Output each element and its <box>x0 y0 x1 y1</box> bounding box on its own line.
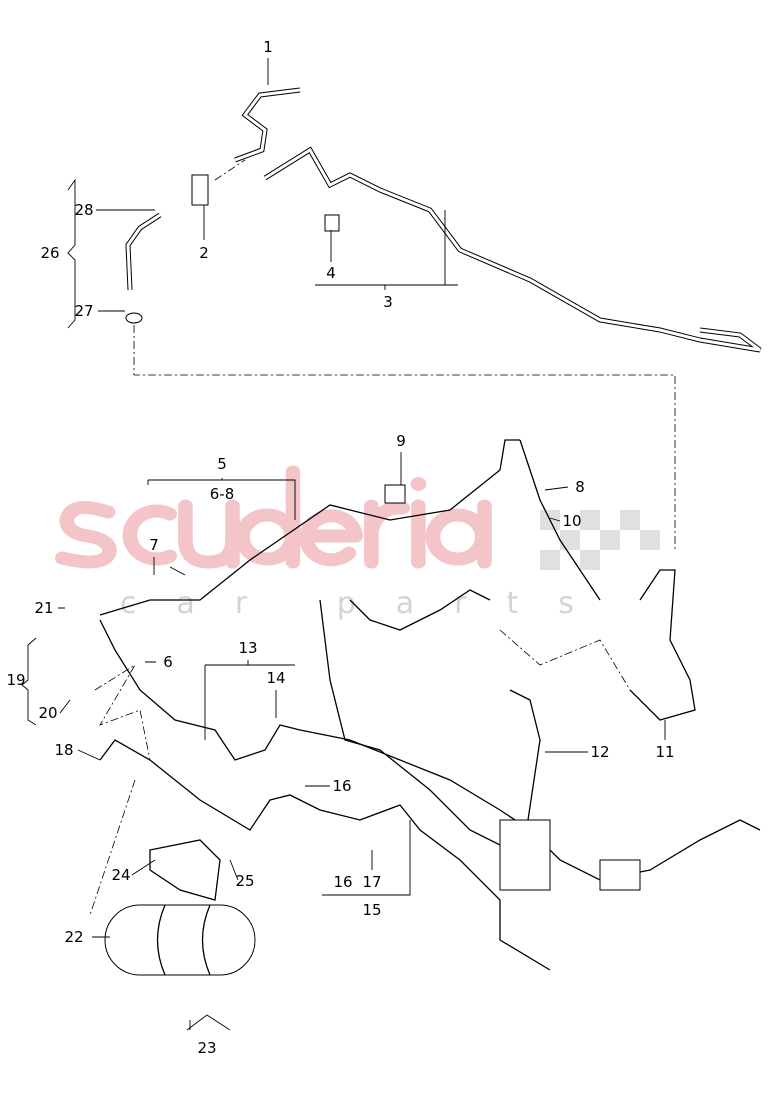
callout-label: 7 <box>149 536 159 554</box>
callout-label: 5 <box>217 455 227 473</box>
callout-label: 27 <box>74 302 94 320</box>
callout-label: 2 <box>199 244 209 262</box>
watermark-subtitle: car parts <box>120 586 614 621</box>
callout-label: 20 <box>38 704 58 722</box>
callout-label: 21 <box>34 599 54 617</box>
callout-label: 23 <box>197 1039 217 1057</box>
callout-label: 9 <box>396 432 406 450</box>
watermark-brand-lettering <box>54 465 492 569</box>
callout-label: 13 <box>238 639 258 657</box>
callout-label: 28 <box>74 201 94 219</box>
callout-label: 11 <box>655 743 675 761</box>
callout-label: 26 <box>40 244 60 262</box>
callout-label: 10 <box>562 512 582 530</box>
vent-pipe-upper <box>125 87 762 353</box>
callout-label: 1 <box>263 38 273 56</box>
reservoir-and-bracket <box>104 839 256 976</box>
callout-label: 17 <box>362 873 382 891</box>
callout-label: 8 <box>575 478 585 496</box>
callout-label: 3 <box>383 293 393 311</box>
callout-label: 4 <box>326 264 336 282</box>
leader-lines <box>21 58 666 1031</box>
callout-label: 15 <box>362 901 382 919</box>
callout-label: 16 <box>332 777 352 795</box>
callout-label: 24 <box>111 866 131 884</box>
callout-label: 25 <box>235 872 255 890</box>
callout-label: 18 <box>54 741 74 759</box>
callout-label: 22 <box>64 928 84 946</box>
callout-label: 19 <box>6 671 26 689</box>
callout-label: 16 <box>333 873 353 891</box>
callout-label: 6-8 <box>209 485 235 503</box>
callout-label: 14 <box>266 669 286 687</box>
vent-pipe-middle <box>99 439 761 971</box>
callout-label: 12 <box>590 743 610 761</box>
connection-lines <box>89 159 676 916</box>
callout-label: 6 <box>163 653 173 671</box>
checkered-flag-watermark <box>540 510 660 570</box>
